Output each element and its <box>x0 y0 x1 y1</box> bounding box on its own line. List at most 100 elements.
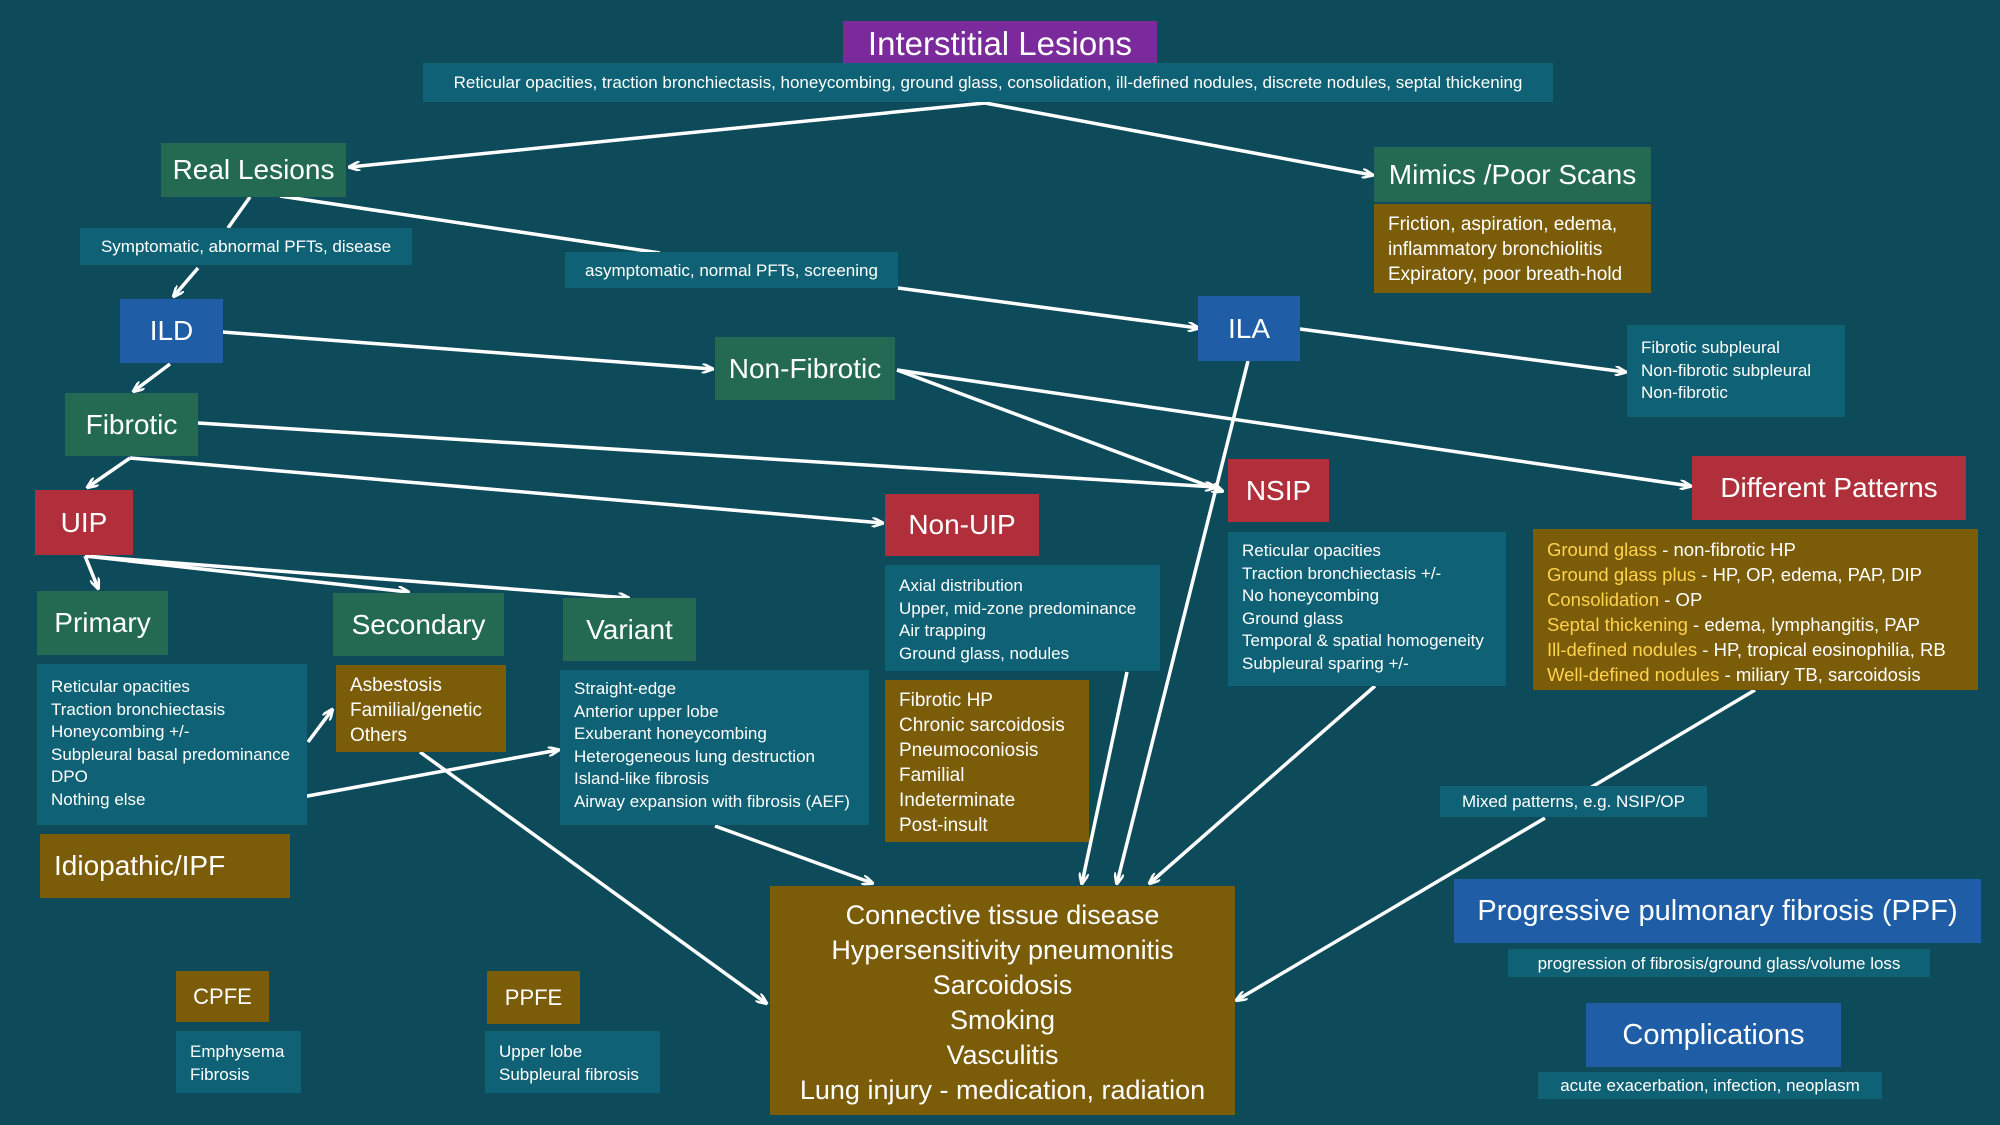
list-item: Anterior upper lobe <box>574 701 719 721</box>
list-item: Fibrosis <box>190 1064 250 1084</box>
list-item: Axial distribution <box>899 576 1023 595</box>
pattern-key: Ground glass plus <box>1547 564 1697 585</box>
list-item: Friction, aspiration, edema, <box>1388 214 1618 235</box>
list-item: Honeycombing +/- <box>51 722 190 741</box>
list-item: Others <box>350 725 408 746</box>
list-item: Traction bronchiectasis +/- <box>1242 563 1442 583</box>
nsip-features-list: Reticular opacities Traction bronchiecta… <box>1228 532 1506 686</box>
non-uip-features-list: Axial distribution Upper, mid-zone predo… <box>885 565 1160 671</box>
list-item: Reticular opacities <box>51 677 190 696</box>
pattern-desc: - HP, tropical eosinophilia, RB <box>1697 639 1946 660</box>
list-item: Traction bronchiectasis <box>51 699 226 719</box>
nsip-node: NSIP <box>1228 459 1329 522</box>
list-item: Ground glass <box>1242 608 1344 628</box>
variant-node: Variant <box>563 598 696 661</box>
final-causes-box: Connective tissue disease Hypersensitivi… <box>770 886 1235 1115</box>
list-item: Ground glass, nodules <box>899 643 1070 663</box>
arrow-ild-to-fibrotic <box>134 362 172 391</box>
list-item: Expiratory, poor breath-hold <box>1388 264 1623 285</box>
list-item: Exuberant honeycombing <box>574 724 767 743</box>
list-item: No honeycombing <box>1242 586 1380 605</box>
list-item: Consolidation - OP <box>1547 587 1964 612</box>
secondary-node: Secondary <box>333 593 504 656</box>
list-item: Hypersensitivity pneumonitis <box>831 935 1174 965</box>
ppf-description: progression of fibrosis/ground glass/vol… <box>1508 949 1930 977</box>
arrow-uip-to-secondary <box>84 554 408 592</box>
pattern-desc: - OP <box>1659 589 1703 610</box>
different-patterns-node: Different Patterns <box>1692 456 1966 520</box>
list-item: Asbestosis <box>350 675 442 696</box>
list-item: Ground glass plus - HP, OP, edema, PAP, … <box>1547 562 1964 587</box>
arrow-ila-to-subtypes <box>1299 327 1625 372</box>
arrow-lesions-to-mimics <box>984 101 1372 175</box>
arrow-variant-to-final <box>714 824 872 883</box>
ppfe-list: Upper lobe Subpleural fibrosis <box>485 1031 660 1093</box>
asymptomatic-label: asymptomatic, normal PFTs, screening <box>565 252 898 288</box>
ild-node: ILD <box>120 299 223 363</box>
list-item: Indeterminate <box>899 790 1016 811</box>
list-item: Ill-defined nodules - HP, tropical eosin… <box>1547 637 1964 662</box>
arrow-nonfibrotic-to-nsip <box>896 368 1222 491</box>
list-item: Well-defined nodules - miliary TB, sarco… <box>1547 662 1964 687</box>
arrow-ild-to-nonfibrotic <box>221 330 712 369</box>
list-item: Ground glass - non-fibrotic HP <box>1547 537 1964 562</box>
complications-node: Complications <box>1586 1003 1841 1067</box>
list-item: Sarcoidosis <box>932 970 1073 1000</box>
pattern-key: Well-defined nodules <box>1547 664 1720 685</box>
list-item: Lung injury - medication, radiation <box>799 1075 1206 1105</box>
list-item: Familial/genetic <box>350 700 482 721</box>
list-item: Chronic sarcoidosis <box>899 715 1065 736</box>
list-item: Nothing else <box>51 789 146 809</box>
arrow-uip-to-primary <box>83 555 98 588</box>
list-item: Septal thickening - edema, lymphangitis,… <box>1547 612 1964 637</box>
page-title: Interstitial Lesions <box>843 21 1157 65</box>
list-item: Familial <box>899 765 965 786</box>
fibrotic-node: Fibrotic <box>65 393 198 456</box>
uip-node: UIP <box>35 490 133 555</box>
mimics-list: Friction, aspiration, edema, inflammator… <box>1374 204 1651 293</box>
arrow-nsip-to-final <box>1150 684 1377 883</box>
primary-node: Primary <box>37 591 168 655</box>
mixed-patterns-label: Mixed patterns, e.g. NSIP/OP <box>1440 786 1707 817</box>
list-item: Vasculitis <box>946 1040 1059 1070</box>
secondary-list: Asbestosis Familial/genetic Others <box>336 665 506 752</box>
patterns-list: Ground glass - non-fibrotic HP Ground gl… <box>1533 529 1978 690</box>
list-item: Straight-edge <box>574 679 677 698</box>
cpfe-list: Emphysema Fibrosis <box>176 1031 301 1093</box>
non-fibrotic-node: Non-Fibrotic <box>715 337 895 400</box>
pattern-key: Septal thickening <box>1547 614 1688 635</box>
list-item: Heterogeneous lung destruction <box>574 746 815 766</box>
lesion-types-label: Reticular opacities, traction bronchiect… <box>423 63 1553 102</box>
arrow-fibrotic-to-uip <box>88 456 131 487</box>
primary-features-list: Reticular opacities Traction bronchiecta… <box>37 664 307 825</box>
list-item: Subpleural basal predominance <box>51 744 291 764</box>
complications-description: acute exacerbation, infection, neoplasm <box>1538 1072 1882 1099</box>
arrow-primary-to-secondary <box>306 710 332 744</box>
pattern-desc: - edema, lymphangitis, PAP <box>1687 614 1920 635</box>
list-item: Temporal & spatial homogeneity <box>1242 631 1484 650</box>
pattern-key: Ground glass <box>1547 539 1663 560</box>
pattern-key: Consolidation <box>1547 589 1660 610</box>
ppf-node: Progressive pulmonary fibrosis (PPF) <box>1454 879 1981 943</box>
list-item: Pneumoconiosis <box>899 740 1039 761</box>
list-item: Non-fibrotic <box>1641 383 1728 402</box>
list-item: DPO <box>51 767 88 786</box>
cpfe-node: CPFE <box>176 971 269 1022</box>
list-item: Non-fibrotic subpleural <box>1641 360 1812 380</box>
list-item: Fibrotic HP <box>899 690 993 711</box>
arrow-fibrotic-to-nsip <box>197 421 1215 487</box>
arrow-primary-to-variant <box>301 750 558 799</box>
list-item: Subpleural sparing +/- <box>1242 653 1409 673</box>
pattern-desc: - non-fibrotic HP <box>1662 539 1796 560</box>
list-item: Reticular opacities <box>1242 541 1381 560</box>
arrow-fibrotic-to-nonuip <box>129 456 882 523</box>
symptomatic-label: Symptomatic, abnormal PFTs, disease <box>80 228 412 265</box>
list-item: inflammatory bronchiolitis <box>1388 239 1603 260</box>
non-uip-causes-list: Fibrotic HP Chronic sarcoidosis Pneumoco… <box>885 680 1089 842</box>
non-uip-node: Non-UIP <box>885 494 1039 556</box>
ila-subtypes-list: Fibrotic subpleural Non-fibrotic subpleu… <box>1627 325 1845 417</box>
list-item: Post-insult <box>899 815 988 836</box>
pattern-key: Ill-defined nodules <box>1547 639 1698 660</box>
list-item: Connective tissue disease <box>845 900 1160 930</box>
list-item: Air trapping <box>899 621 986 640</box>
